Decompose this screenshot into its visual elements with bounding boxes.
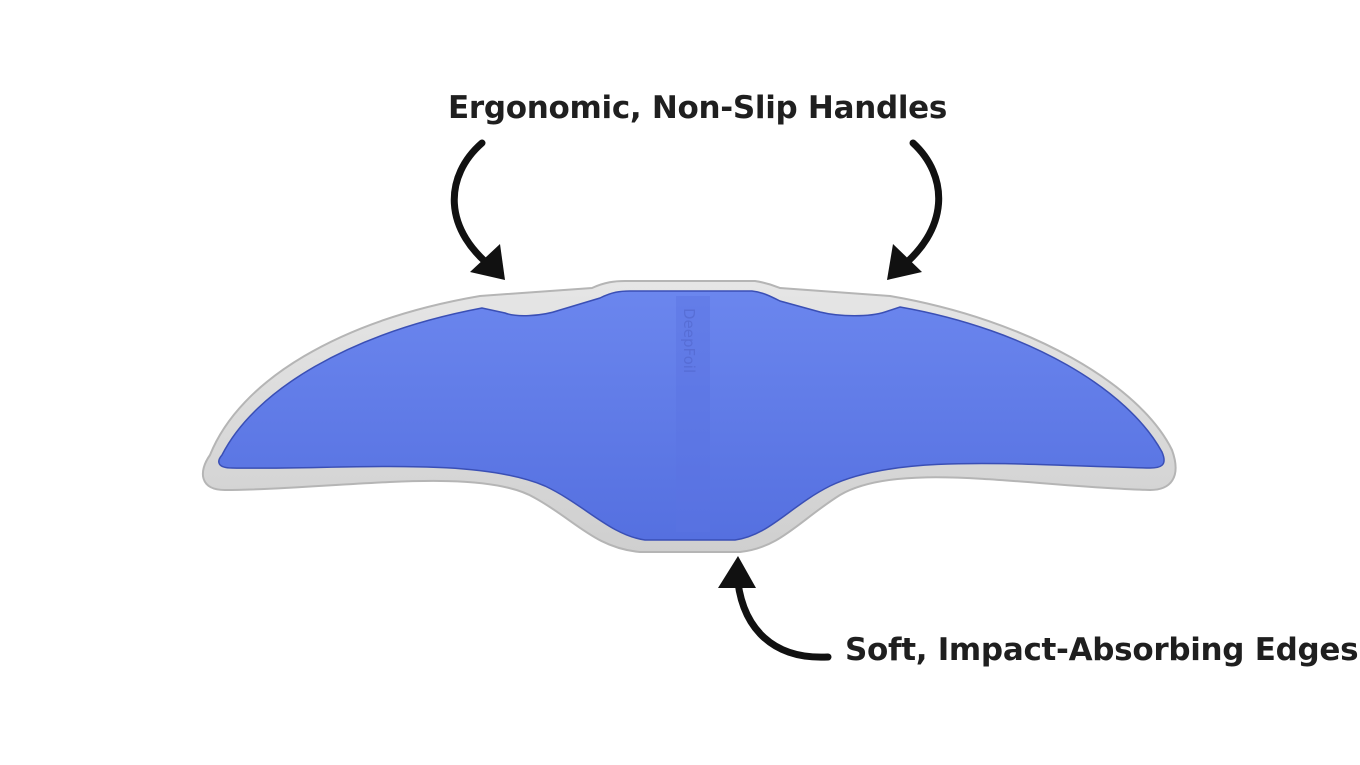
arrowhead-right-handle: [887, 244, 922, 280]
arrow-left-handle: [450, 139, 502, 276]
arrow-right-handle: [891, 139, 943, 276]
arrowhead-left-handle: [470, 244, 505, 280]
brand-mark: DeepFoil: [680, 308, 698, 373]
center-panel: [676, 296, 710, 532]
arrow-bottom-edge: [733, 568, 832, 661]
board-body: [218, 290, 1165, 541]
arrowhead-bottom-edge: [718, 556, 756, 588]
handles-callout-label: Ergonomic, Non-Slip Handles: [448, 90, 948, 126]
edges-callout-label: Soft, Impact-Absorbing Edges: [845, 632, 1359, 668]
